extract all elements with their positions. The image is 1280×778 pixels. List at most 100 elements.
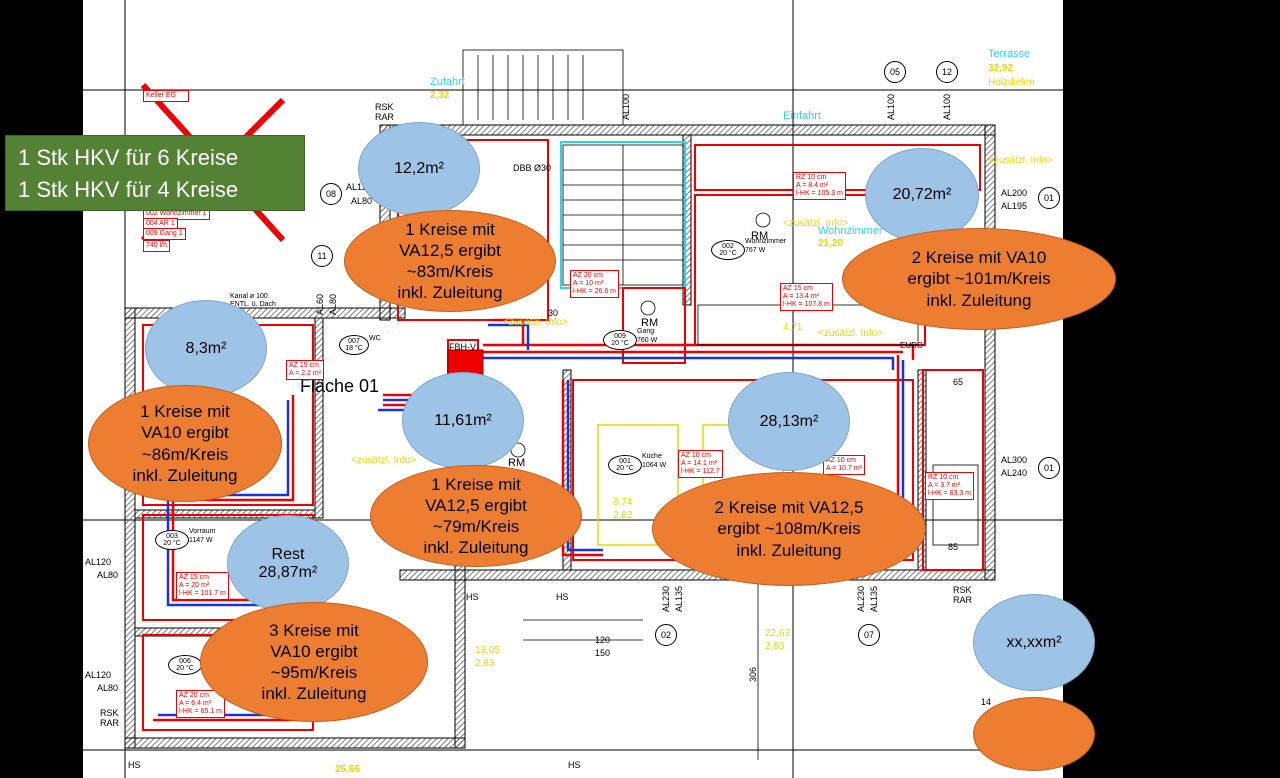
- room-watt: 1147 W: [189, 537, 213, 544]
- al-label: AL300: [1001, 455, 1028, 465]
- euro-label: EURO: [900, 341, 924, 350]
- value-label: 13,05: [475, 645, 501, 656]
- einfahrt-label: Einfahrt: [783, 110, 821, 122]
- zusatz-info-label: <zusätzl. Info>: [988, 155, 1054, 166]
- circuit-area: A = 10.7 m²: [826, 465, 862, 472]
- axis-marker: 05: [884, 61, 906, 83]
- rm-label: RM: [751, 230, 769, 242]
- circuit-text: 3 Kreise mit: [269, 620, 359, 640]
- circuit-text: inkl. Zuleitung: [132, 465, 238, 485]
- value-label: 2,83: [475, 658, 495, 669]
- circuit-text: 2 Kreise mit VA10: [911, 248, 1047, 268]
- circuit-length: l-HK = 101.7 m: [179, 590, 226, 597]
- circuit-text: ergibt ~108m/Kreis: [717, 519, 861, 539]
- circuit-spec: AZ 10 cm: [826, 457, 856, 464]
- circuit-text: inkl. Zuleitung: [926, 290, 1032, 310]
- circuit-spec: RZ 10 cm: [796, 174, 827, 181]
- room-temp: 20 °C: [719, 250, 737, 257]
- circuit-text: VA12,5 ergibt: [425, 495, 527, 515]
- terrasse-value: 32,92: [988, 63, 1014, 74]
- al-label: AL135: [869, 585, 879, 612]
- room-name: Gang: [637, 328, 655, 335]
- circuit-spec: RZ 10 cm: [928, 474, 959, 481]
- circuit-text: 1 Kreise mit: [405, 219, 495, 239]
- dim-label: 14: [981, 697, 992, 707]
- dim-label: 306: [748, 666, 758, 682]
- circuit-area: A = 2.2 m²: [289, 370, 322, 377]
- al-label: AL230: [856, 585, 866, 612]
- dim-label: 65: [953, 377, 964, 387]
- kanal-label: Kanal ø 100: [230, 293, 268, 300]
- circuit-text: ~86m/Kreis: [141, 444, 229, 464]
- al-label: AL120: [85, 557, 112, 567]
- al-label: AL195: [1001, 201, 1028, 211]
- value-label: 8,74: [613, 497, 633, 508]
- circuit-length: l-HK = 26.6 m: [573, 288, 616, 295]
- axis-marker: 01: [1038, 187, 1060, 209]
- circuit-text: 2 Kreise mit VA12,5: [714, 498, 864, 518]
- circuit-bubble-empty: [973, 697, 1095, 771]
- circuit-bubble: 3 Kreise mit VA10 ergibt ~95m/Kreis inkl…: [200, 602, 428, 722]
- room-number: 006: [179, 658, 191, 665]
- room-temp: 20 °C: [163, 540, 181, 547]
- al-label: AL200: [1001, 188, 1028, 198]
- table-title: Keller EG: [143, 90, 189, 102]
- rsk-label: RSK: [953, 585, 972, 595]
- circuit-bubble: 2 Kreise mit VA12,5 ergibt ~108m/Kreis i…: [652, 472, 926, 586]
- room-name: Wohnzimmer: [745, 238, 787, 245]
- room-number: 007: [348, 338, 360, 345]
- dim-label: 150: [595, 648, 611, 658]
- circuit-area: A = 8.4 m²: [796, 182, 829, 189]
- wohnzimmer-label: Wohnzimmer: [818, 225, 883, 237]
- room-name: Küche: [642, 453, 662, 460]
- al-label: AL12: [346, 182, 368, 192]
- circuit-area: A = 14.1 m²: [681, 460, 717, 467]
- circuit-area: A = 13.4 m²: [783, 293, 819, 300]
- hs-label: HS: [128, 760, 141, 770]
- dim-label: 30: [548, 308, 559, 318]
- al-label: AL100: [942, 93, 952, 120]
- circuit-text: ~83m/Kreis: [406, 262, 494, 281]
- axis-marker: 12: [936, 61, 958, 83]
- axis-marker: 08: [320, 183, 342, 205]
- zusatz-info-label: <zusätzl. Info>: [351, 455, 417, 466]
- hs-label: HS: [556, 592, 569, 602]
- hkv-line: 1 Stk HKV für 6 Kreise: [18, 145, 239, 170]
- circuit-text: 1 Kreise mit: [140, 402, 230, 421]
- hs-label: HS: [466, 592, 479, 602]
- circuit-text: ~95m/Kreis: [270, 663, 358, 682]
- circuit-text: 1 Kreise mit: [431, 474, 521, 494]
- area-bubble: 20,72m²: [865, 148, 979, 242]
- room-number: 003: [166, 533, 178, 540]
- room-temp: 18 °C: [345, 345, 363, 352]
- hs-label: HS: [568, 760, 581, 770]
- zusatz-info-label: <zusätzl. Info>: [783, 218, 849, 229]
- crossed-heating-table: Keller EG 002 Wohnzimmer 1 004 AR 1 009 …: [143, 90, 288, 255]
- circuit-text: VA10 ergibt: [270, 641, 358, 661]
- circuit-area: A = 20 m²: [179, 582, 210, 589]
- room-watt: 767 W: [745, 247, 766, 254]
- rm-label: RM: [508, 457, 526, 469]
- flaeche-label: Fläche 01: [300, 376, 380, 396]
- value-label: 22,63: [765, 628, 791, 639]
- area-bubble: Rest 28,87m²: [227, 515, 349, 612]
- circuit-text: VA10 ergibt: [141, 423, 229, 443]
- circuit-bubble: 1 Kreise mit VA10 ergibt ~86m/Kreis inkl…: [88, 385, 282, 502]
- zufahrt-label: Zufahrt: [430, 76, 465, 88]
- circuit-length: l-HK = 107.8 m: [783, 301, 830, 308]
- dbb-label: DBB Ø30: [513, 163, 552, 173]
- circuit-length: l-HK = 105.3 m: [796, 190, 843, 197]
- table-total: 740 l/h: [143, 240, 171, 252]
- rar-label: RAR: [375, 112, 395, 122]
- area-bubble: 8,3m²: [145, 300, 267, 397]
- circuit-spec: AZ 10 cm: [681, 452, 711, 459]
- circuit-text: ~79m/Kreis: [432, 517, 520, 536]
- area-value: 28,87m²: [258, 563, 318, 581]
- room-temp: 20 °C: [611, 340, 629, 347]
